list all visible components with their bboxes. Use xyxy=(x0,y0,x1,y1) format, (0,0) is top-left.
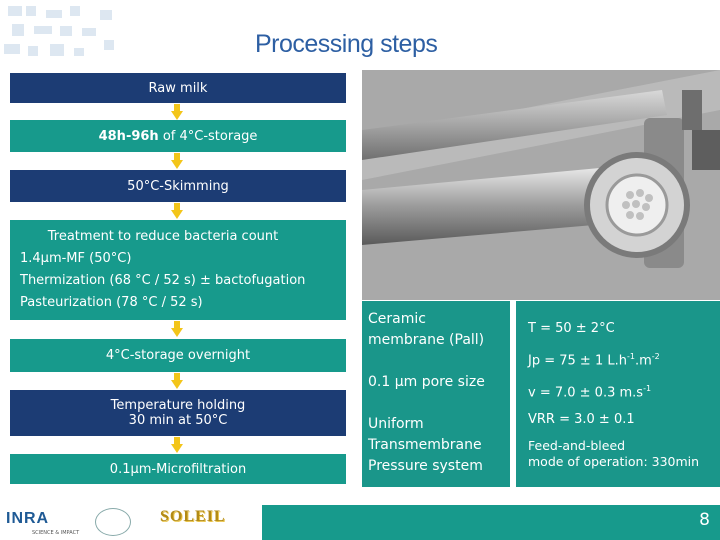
membrane-photo xyxy=(362,70,720,300)
step-raw-milk: Raw milk xyxy=(10,73,346,103)
step-temperature-holding: Temperature holding 30 min at 50°C xyxy=(10,390,346,436)
condition-velocity: v = 7.0 ± 0.3 m.s-1 xyxy=(528,384,652,401)
footer-band xyxy=(262,505,720,540)
step-cold-storage-label: of 4°C-storage xyxy=(158,128,258,144)
step-overnight-storage: 4°C-storage overnight xyxy=(10,339,346,372)
membrane-type-line2: membrane (Pall) xyxy=(368,332,485,348)
step-treatment-mf: 1.4µm-MF (50°C) xyxy=(20,251,132,266)
membrane-system-line2: Transmembrane xyxy=(368,437,482,453)
arrow-down-icon xyxy=(171,203,183,219)
condition-permeate-flux: Jp = 75 ± 1 L.h-1.m-2 xyxy=(528,352,660,369)
step-treatment-thermization: Thermization (68 °C / 52 s) ± bactofugat… xyxy=(20,273,306,288)
slide-title: Processing steps xyxy=(255,30,438,58)
seal-logo xyxy=(95,508,131,536)
soleil-logo: SOLEIL xyxy=(160,508,226,525)
step-overnight-storage-label: 4°C-storage overnight xyxy=(105,348,251,363)
arrow-down-icon xyxy=(171,437,183,453)
decorative-corner-squares xyxy=(4,6,114,56)
arrow-down-icon xyxy=(171,373,183,389)
membrane-info-box: Ceramic membrane (Pall) 0.1 µm pore size… xyxy=(362,301,510,487)
arrow-down-icon xyxy=(171,321,183,337)
condition-feed-bleed-line2: mode of operation: 330min xyxy=(528,453,700,469)
step-holding-line2: 30 min at 50°C xyxy=(128,413,228,428)
membrane-system-line3: Pressure system xyxy=(368,458,483,474)
operating-conditions-box: T = 50 ± 2°C Jp = 75 ± 1 L.h-1.m-2 v = 7… xyxy=(516,301,720,487)
step-skimming-label: 50°C-Skimming xyxy=(127,178,229,194)
step-holding-line1: Temperature holding xyxy=(110,398,246,413)
step-skimming: 50°C-Skimming xyxy=(10,170,346,202)
step-bacteria-treatment: Treatment to reduce bacteria count 1.4µm… xyxy=(10,220,346,320)
step-microfiltration: 0.1µm-Microfiltration xyxy=(10,454,346,484)
inra-logo: INRA xyxy=(6,510,50,527)
condition-feed-bleed-line1: Feed-and-bleed xyxy=(528,437,626,453)
inra-logo-tagline: SCIENCE & IMPACT xyxy=(32,530,80,536)
step-cold-storage: 48h-96h of 4°C-storage xyxy=(10,120,346,152)
condition-temperature: T = 50 ± 2°C xyxy=(528,321,615,336)
page-number: 8 xyxy=(699,510,710,530)
arrow-down-icon xyxy=(171,153,183,169)
membrane-pore-size: 0.1 µm pore size xyxy=(368,374,485,390)
condition-vrr: VRR = 3.0 ± 0.1 xyxy=(528,411,635,427)
step-treatment-pasteurization: Pasteurization (78 °C / 52 s) xyxy=(20,295,203,310)
step-treatment-heading: Treatment to reduce bacteria count xyxy=(47,229,279,244)
step-raw-milk-label: Raw milk xyxy=(148,80,208,96)
membrane-system-line1: Uniform xyxy=(368,416,424,432)
step-microfiltration-label: 0.1µm-Microfiltration xyxy=(109,461,247,477)
step-cold-storage-duration: 48h-96h xyxy=(98,128,159,144)
arrow-down-icon xyxy=(171,104,183,120)
membrane-type-line1: Ceramic xyxy=(368,311,426,327)
